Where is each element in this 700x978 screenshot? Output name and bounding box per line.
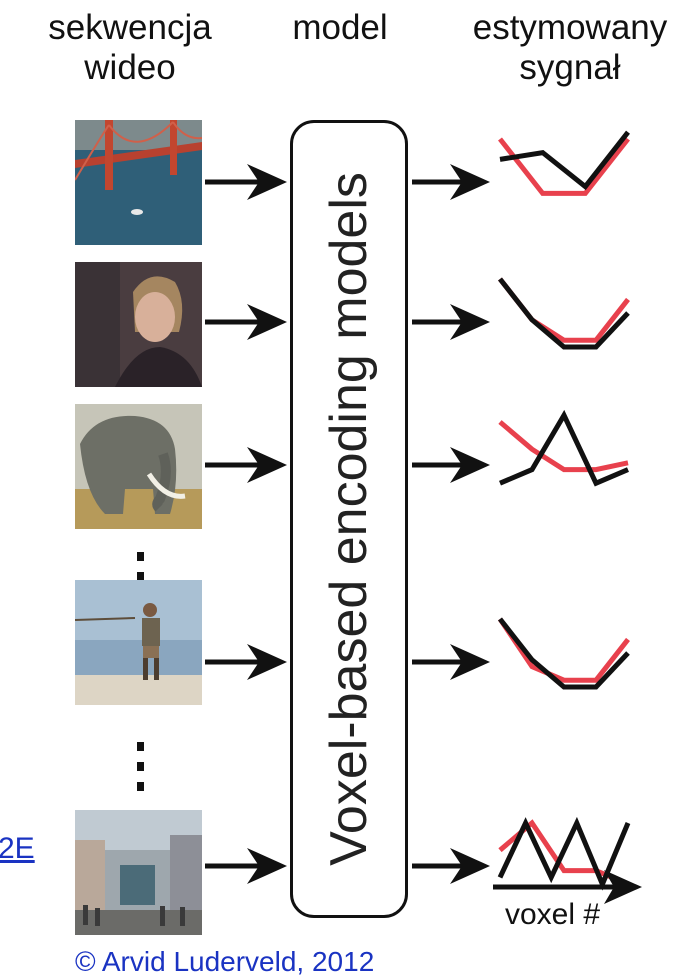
header-model: model	[292, 8, 388, 47]
input-arrow-3-head	[247, 447, 287, 483]
output-arrow-3-head	[450, 447, 490, 483]
input-arrow-4-head	[247, 644, 287, 680]
elephant-thumbnail	[75, 404, 202, 529]
header-estimated-signal-line2: sygnał	[519, 48, 621, 87]
model-box	[290, 120, 408, 918]
hiker-thumbnail	[75, 580, 202, 705]
street-thumbnail	[75, 810, 202, 935]
woman-thumbnail	[75, 262, 202, 387]
header-estimated-signal-line1: estymowany	[472, 8, 668, 47]
copyright[interactable]: © Arvid Luderveld, 2012	[75, 946, 375, 977]
side-link[interactable]: 2E	[0, 832, 35, 865]
bridge-thumbnail	[75, 120, 202, 245]
input-arrow-5-head	[247, 848, 287, 884]
output-arrow-2-head	[450, 304, 490, 340]
estimated-signal-4	[497, 617, 630, 683]
voxel-axis-label: voxel #	[505, 898, 601, 931]
output-arrow-1-head	[450, 164, 490, 200]
measured-signal-1	[499, 130, 630, 191]
input-arrow-2-head	[247, 304, 287, 340]
ellipsis-dots	[133, 742, 147, 802]
header-video-sequence-line1: sekwencja	[48, 8, 212, 47]
voxel-axis-head	[604, 870, 642, 904]
estimated-signal-3	[498, 420, 629, 473]
header-estimated-signal: estymowany sygnał	[440, 8, 700, 88]
output-arrow-4-head	[450, 644, 490, 680]
header-video-sequence: sekwencja wideo	[10, 8, 250, 88]
input-arrow-1-head	[247, 164, 287, 200]
output-arrow-5-head	[450, 848, 490, 884]
measured-signal-4	[498, 617, 630, 690]
measured-signal-3	[499, 409, 629, 487]
measured-signal-2	[498, 277, 630, 350]
header-video-sequence-line2: wideo	[84, 48, 176, 87]
estimated-signal-1	[498, 137, 630, 196]
